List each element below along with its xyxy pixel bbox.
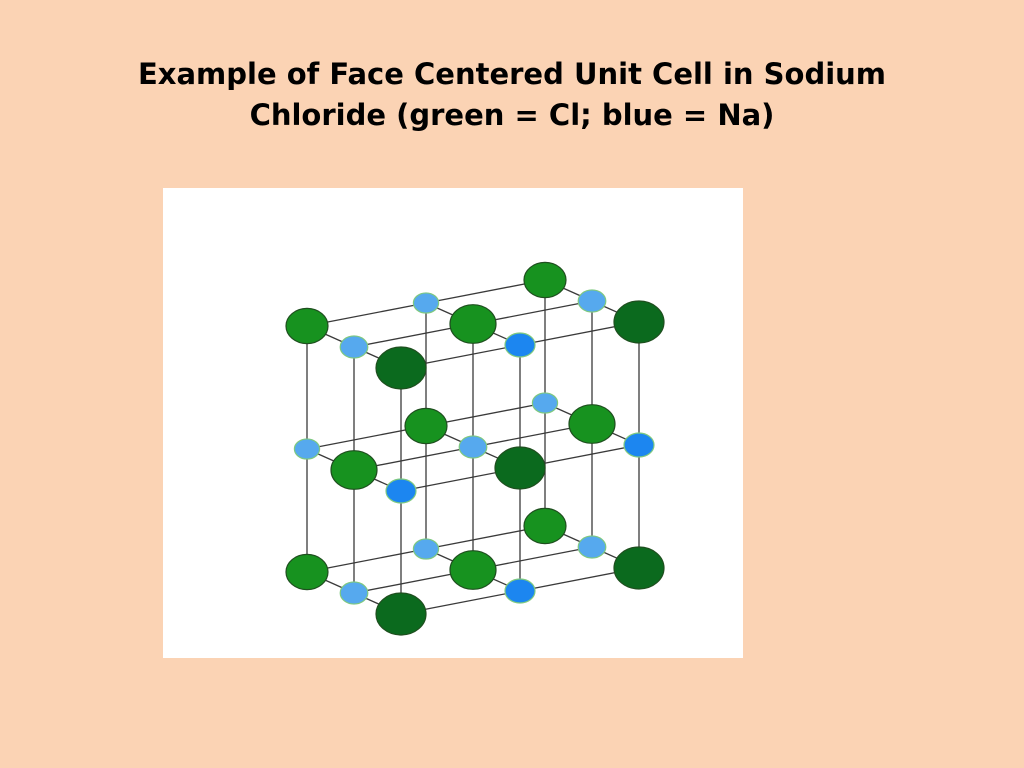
slide-title-line-1: Example of Face Centered Unit Cell in So… [137, 57, 887, 91]
cl-atom-1-1-0 [449, 550, 497, 590]
na-atom-0-1-2 [339, 335, 369, 359]
slide-title: Example of Face Centered Unit Cell in So… [62, 54, 962, 136]
cl-atom-2-2-0 [523, 507, 567, 545]
na-atom-1-0-0 [504, 578, 536, 604]
na-atom-2-1-0 [577, 535, 607, 559]
cl-atom-0-2-0 [285, 553, 329, 591]
cl-atom-2-0-0 [613, 546, 665, 590]
slide-title-line-2: Chloride (green = Cl; blue = Na) [249, 98, 775, 132]
cl-atom-2-1-1 [568, 404, 616, 444]
atom-layer [285, 261, 665, 636]
cl-atom-0-1-1 [330, 450, 378, 490]
na-atom-1-2-0 [412, 538, 440, 560]
na-atom-1-2-2 [412, 292, 440, 314]
cl-atom-0-0-0 [375, 592, 427, 636]
cl-atom-1-0-1 [494, 446, 546, 490]
na-atom-1-0-2 [504, 332, 536, 358]
cl-atom-2-2-2 [523, 261, 567, 299]
lattice-svg [285, 261, 665, 636]
cl-atom-1-1-2 [449, 304, 497, 344]
na-atom-1-1-1 [458, 435, 488, 459]
cl-atom-1-2-1 [404, 407, 448, 445]
na-atom-0-2-1 [293, 438, 321, 460]
nacl-lattice-diagram [163, 188, 743, 658]
cl-atom-2-0-2 [613, 300, 665, 344]
na-atom-0-1-0 [339, 581, 369, 605]
na-atom-2-2-1 [531, 392, 559, 414]
na-atom-2-0-1 [623, 432, 655, 458]
cl-atom-0-2-2 [285, 307, 329, 345]
na-atom-0-0-1 [385, 478, 417, 504]
na-atom-2-1-2 [577, 289, 607, 313]
cl-atom-0-0-2 [375, 346, 427, 390]
